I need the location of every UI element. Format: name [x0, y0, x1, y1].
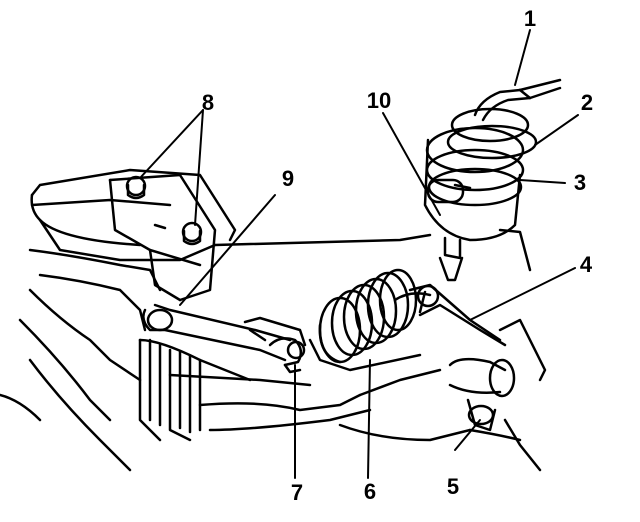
callout-6: 6	[363, 479, 377, 504]
callout-10: 10	[366, 88, 392, 113]
callout-7: 7	[290, 480, 304, 505]
callout-5: 5	[446, 474, 460, 499]
callout-9: 9	[281, 166, 295, 191]
leader-lines	[139, 29, 579, 479]
link-rod	[142, 303, 307, 362]
callout-3: 3	[573, 170, 587, 195]
mounting-bracket	[108, 173, 217, 302]
body-panel-lines	[0, 168, 547, 472]
callout-8: 8	[201, 90, 215, 115]
callout-4: 4	[579, 252, 593, 277]
crossmember	[408, 283, 516, 432]
coil-spring	[318, 268, 418, 364]
vacuum-actuator	[423, 126, 525, 282]
callout-1: 1	[523, 6, 537, 31]
callout-2: 2	[580, 90, 594, 115]
actuator-cap-and-hose	[446, 78, 562, 160]
lever-end	[268, 337, 306, 374]
